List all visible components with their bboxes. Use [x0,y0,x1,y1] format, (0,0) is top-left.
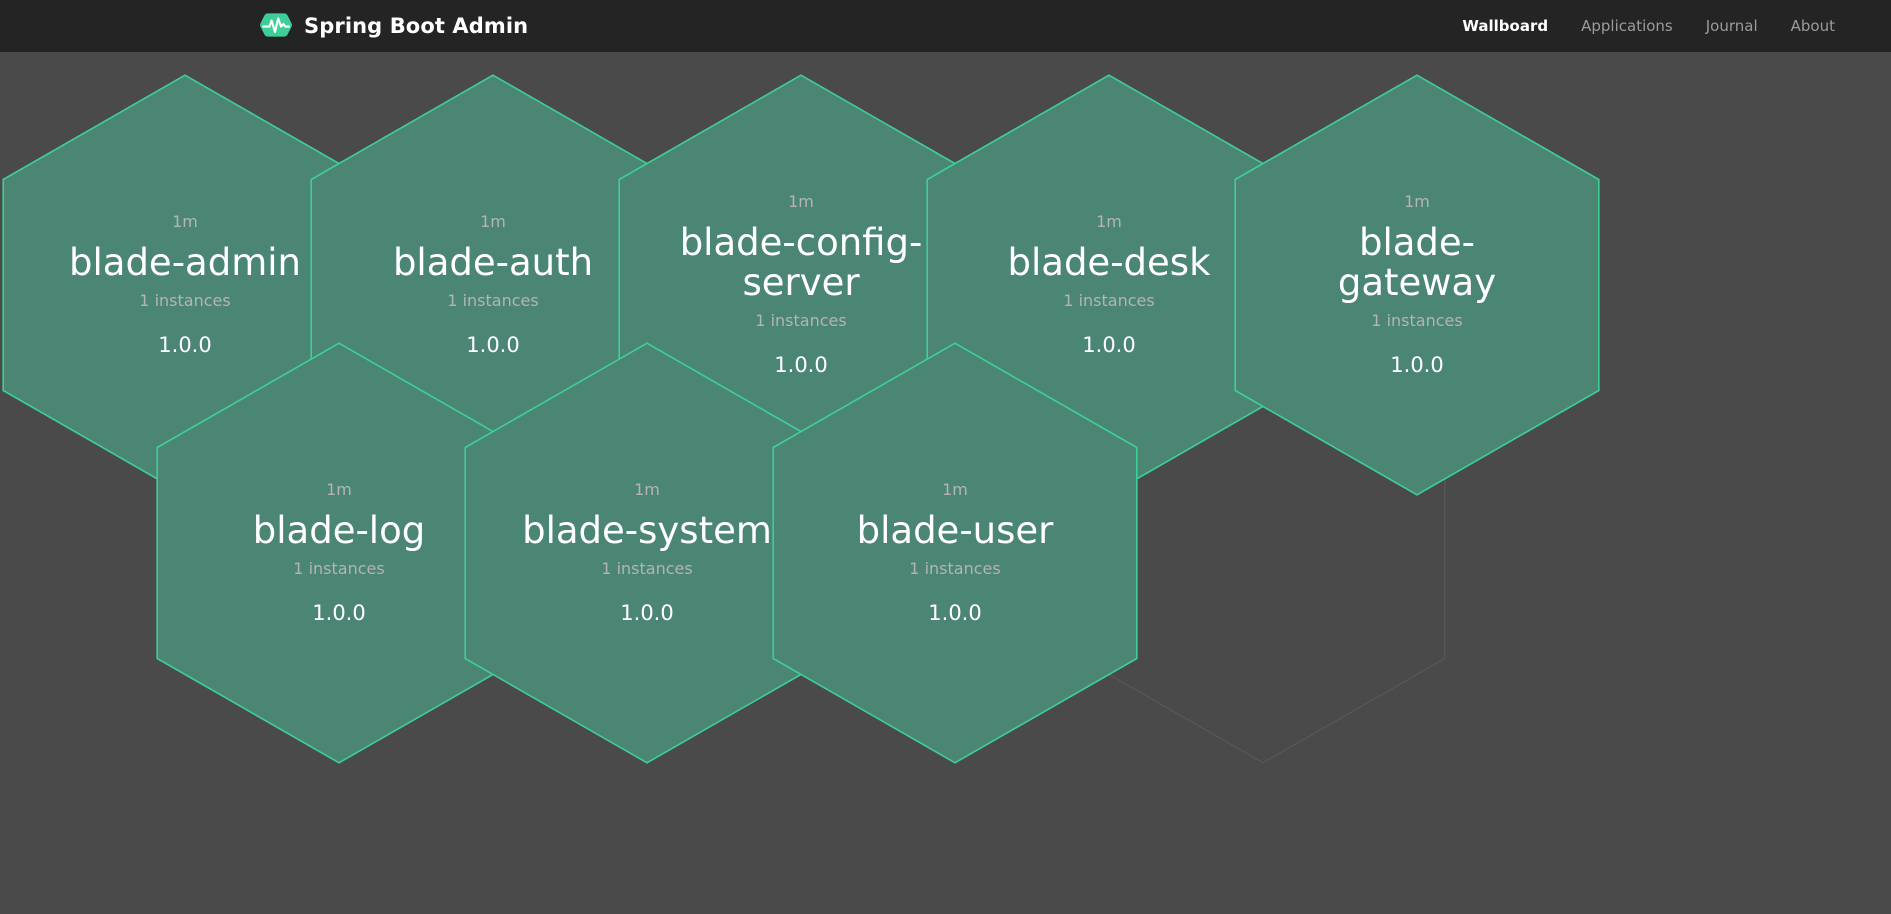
wallboard-tile[interactable]: 1m blade-system 1 instances 1.0.0 [464,342,830,764]
wallboard-grid: 1m blade-admin 1 instances 1.0.0 1m blade-aut… [0,52,1891,914]
main-nav: Wallboard Applications Journal About [1462,0,1835,52]
tile-instance-count: 1 instances [139,291,231,311]
tile-version: 1.0.0 [1390,352,1444,377]
tile-version: 1.0.0 [620,600,674,625]
brand-title: Spring Boot Admin [304,14,529,38]
tile-content: 1m blade-config-server 1 instances 1.0.0 [618,74,984,496]
tile-version: 1.0.0 [158,332,212,357]
tile-version: 1.0.0 [928,600,982,625]
tile-application-name: blade-system [522,509,772,553]
tile-uptime: 1m [788,192,814,212]
tile-instance-count: 1 instances [601,559,693,579]
tile-content: 1m blade-log 1 instances 1.0.0 [156,342,522,764]
wallboard-tile[interactable]: 1m blade-user 1 instances 1.0.0 [772,342,1138,764]
tile-instance-count: 1 instances [447,291,539,311]
nav-link-journal[interactable]: Journal [1705,17,1758,35]
tile-content: 1m blade-desk 1 instances 1.0.0 [926,74,1292,496]
tile-instance-count: 1 instances [1063,291,1155,311]
heartbeat-hexagon-icon [259,9,293,43]
tile-instance-count: 1 instances [755,311,847,331]
tile-uptime: 1m [326,480,352,500]
tile-version: 1.0.0 [466,332,520,357]
tile-application-name: blade-auth [392,241,594,285]
tile-version: 1.0.0 [312,600,366,625]
tile-instance-count: 1 instances [1371,311,1463,331]
hexagon-shape [772,342,1138,764]
tile-instance-count: 1 instances [909,559,1001,579]
tile-instance-count: 1 instances [293,559,385,579]
tile-content: 1m blade-admin 1 instances 1.0.0 [2,74,368,496]
tile-content: 1m blade-user 1 instances 1.0.0 [772,342,1138,764]
tile-uptime: 1m [1404,192,1430,212]
tile-application-name: blade-gateway [1337,221,1497,305]
nav-link-about[interactable]: About [1790,17,1835,35]
tile-uptime: 1m [480,212,506,232]
tile-uptime: 1m [1096,212,1122,232]
tile-application-name: blade-admin [69,241,301,285]
tile-application-name: blade-desk [1007,241,1211,285]
hexagon-shape [1234,74,1600,496]
tile-application-name: blade-user [856,509,1054,553]
tile-content: 1m blade-system 1 instances 1.0.0 [464,342,830,764]
tile-uptime: 1m [172,212,198,232]
tile-version: 1.0.0 [1082,332,1136,357]
wallboard-tile[interactable]: 1m blade-gateway 1 instances 1.0.0 [1234,74,1600,496]
tile-content: 1m blade-auth 1 instances 1.0.0 [310,74,676,496]
tile-content: 1m blade-gateway 1 instances 1.0.0 [1234,74,1600,496]
tile-version: 1.0.0 [774,352,828,377]
app-header: Spring Boot Admin Wallboard Applications… [0,0,1891,52]
wallboard-tile[interactable]: 1m blade-log 1 instances 1.0.0 [156,342,522,764]
tile-uptime: 1m [634,480,660,500]
nav-link-wallboard[interactable]: Wallboard [1462,17,1549,35]
brand[interactable]: Spring Boot Admin [259,0,528,52]
tile-uptime: 1m [942,480,968,500]
nav-link-applications[interactable]: Applications [1581,17,1673,35]
tile-application-name: blade-config-server [679,221,923,305]
tile-application-name: blade-log [252,509,426,553]
